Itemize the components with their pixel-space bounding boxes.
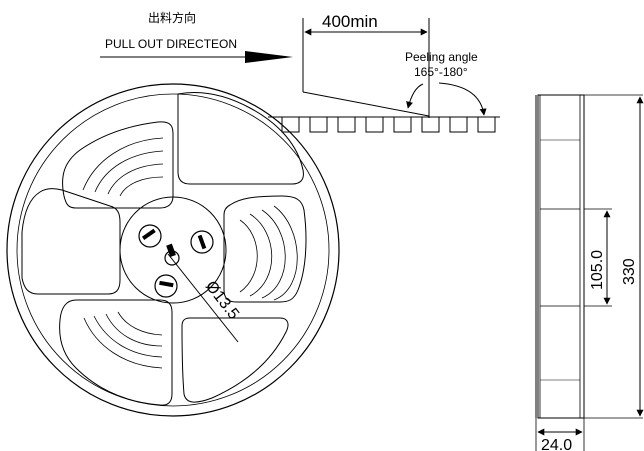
hub-height-dimension bbox=[584, 208, 612, 307]
reel-diameter-label: 330 bbox=[621, 258, 638, 285]
reel-front-view bbox=[6, 83, 340, 417]
reel-width-label: 24.0 bbox=[541, 437, 572, 451]
reel-window-bottom-left bbox=[59, 299, 173, 406]
reel-diameter-dimension bbox=[584, 94, 644, 419]
pull-out-direction-label: PULL OUT DIRECTEON bbox=[105, 37, 237, 51]
peeling-angle-arcs bbox=[406, 82, 487, 116]
hub-diameter-leader bbox=[167, 253, 239, 343]
reel-side-view bbox=[535, 94, 585, 419]
reel-window-east bbox=[223, 195, 307, 303]
lead-length-dimension bbox=[302, 18, 430, 118]
hub-height-label: 105.0 bbox=[589, 250, 606, 290]
peeling-angle-range: 165°-180° bbox=[414, 65, 468, 79]
pull-direction-arrow bbox=[100, 51, 293, 63]
reel-window-top bbox=[62, 121, 174, 209]
hub-diameter-label: Ø13.5 bbox=[202, 278, 242, 323]
reel-window-left bbox=[21, 188, 121, 295]
reel-window-right bbox=[177, 92, 304, 185]
min-length-label: 400min bbox=[322, 12, 378, 31]
peeling-angle-title: Peeling angle bbox=[405, 50, 478, 64]
reel-width-dimension bbox=[535, 418, 585, 451]
carrier-tape bbox=[268, 116, 500, 133]
hub-drive-holes bbox=[138, 224, 214, 298]
reel-window-bottom-right bbox=[181, 317, 289, 403]
chinese-direction-label: 出料方向 bbox=[148, 10, 196, 25]
